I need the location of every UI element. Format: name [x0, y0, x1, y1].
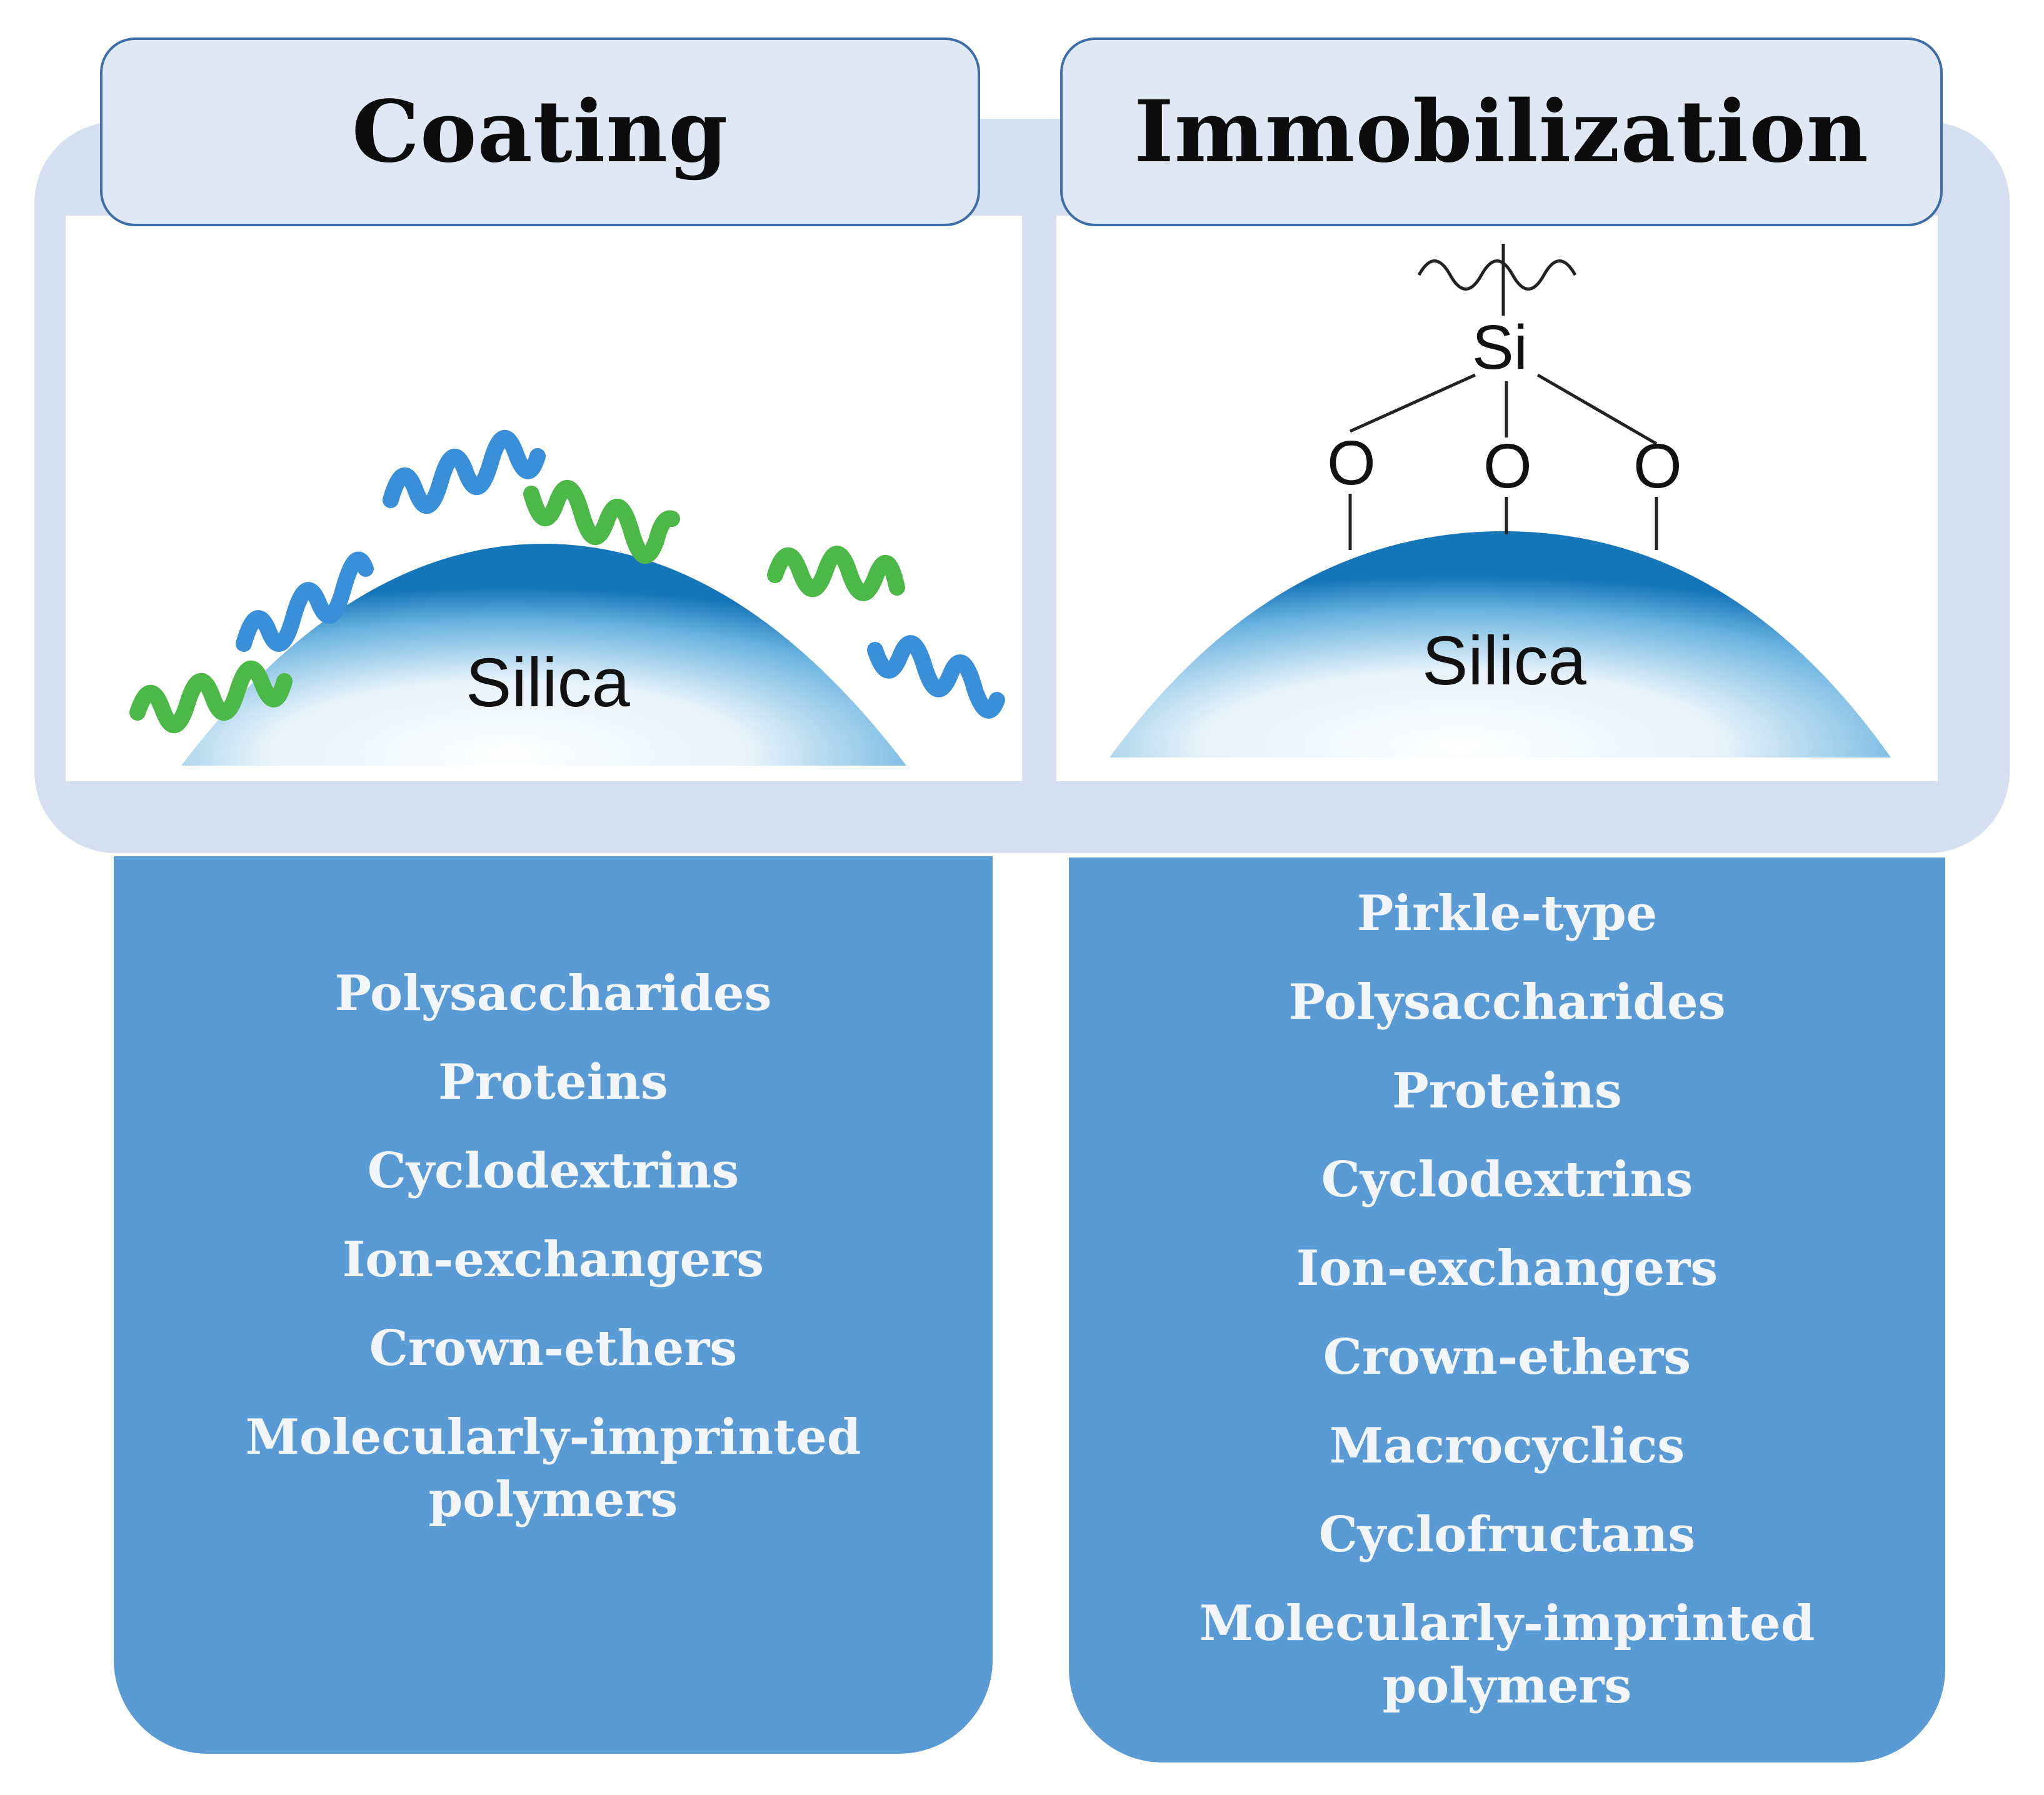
coating-polymer-chains	[129, 430, 1005, 733]
list-item: Pirkle-type	[1356, 885, 1658, 942]
immobilization-title: Immobilization	[1134, 82, 1869, 182]
left-chain-blue	[236, 551, 374, 652]
left-chain-green	[129, 661, 293, 733]
list-item: Ion-exchangers	[342, 1231, 764, 1288]
list-item: Crown-ethers	[1323, 1329, 1691, 1386]
bond-si-o-left	[1349, 373, 1476, 433]
top-chain-green	[523, 480, 680, 564]
coating-silica-label: Silica	[466, 644, 631, 721]
immobilization-silica-sphere	[1110, 531, 1891, 758]
list-item: Polysaccharides	[334, 965, 772, 1022]
list-item: Molecularly-imprinted polymers	[245, 1409, 861, 1528]
immobilization-silica-label: Silica	[1422, 622, 1587, 699]
coating-selector-list: Polysaccharides Proteins Cyclodextrins I…	[114, 856, 993, 1754]
list-item: Cyclodextrins	[367, 1142, 739, 1199]
right-chain-blue	[867, 635, 1005, 719]
immobilization-selector-list: Pirkle-type Polysaccharides Proteins Cyc…	[1069, 858, 1945, 1762]
list-item: Cyclodextrins	[1321, 1151, 1693, 1208]
list-item: Polysaccharides	[1288, 974, 1726, 1031]
coating-title: Coating	[351, 82, 729, 182]
list-item: Cyclofructans	[1318, 1506, 1696, 1563]
atom-o-right: O	[1633, 431, 1682, 501]
list-item: Crown-ethers	[369, 1320, 738, 1377]
silane-linkage	[1348, 244, 1658, 550]
atom-o-center: O	[1483, 431, 1532, 501]
frame-top-band	[975, 119, 1069, 231]
list-item: Ion-exchangers	[1296, 1240, 1718, 1297]
atom-si: Si	[1472, 312, 1528, 382]
bond-si-o-right	[1536, 373, 1658, 446]
immobilization-title-box: Immobilization	[1060, 38, 1943, 226]
wavy-chain	[1417, 259, 1577, 291]
top-chain-blue	[383, 430, 546, 514]
list-item: Molecularly-imprinted polymers	[1199, 1595, 1815, 1714]
atom-o-left: O	[1327, 428, 1376, 498]
list-item: Proteins	[1392, 1062, 1622, 1119]
list-item: Macrocyclics	[1329, 1418, 1685, 1474]
coating-title-box: Coating	[100, 38, 980, 226]
right-chain-green	[767, 546, 905, 601]
coating-silica-sphere	[181, 544, 906, 766]
list-item: Proteins	[438, 1054, 668, 1111]
